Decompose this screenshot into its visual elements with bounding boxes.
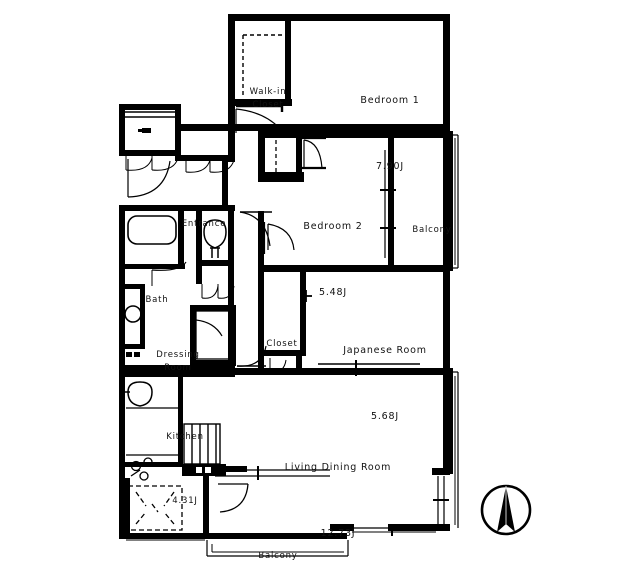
north-arrow-icon — [480, 484, 532, 536]
wic-hanger-rod — [242, 34, 283, 98]
fixtures-layer — [122, 33, 459, 557]
walls-layer — [119, 14, 453, 539]
